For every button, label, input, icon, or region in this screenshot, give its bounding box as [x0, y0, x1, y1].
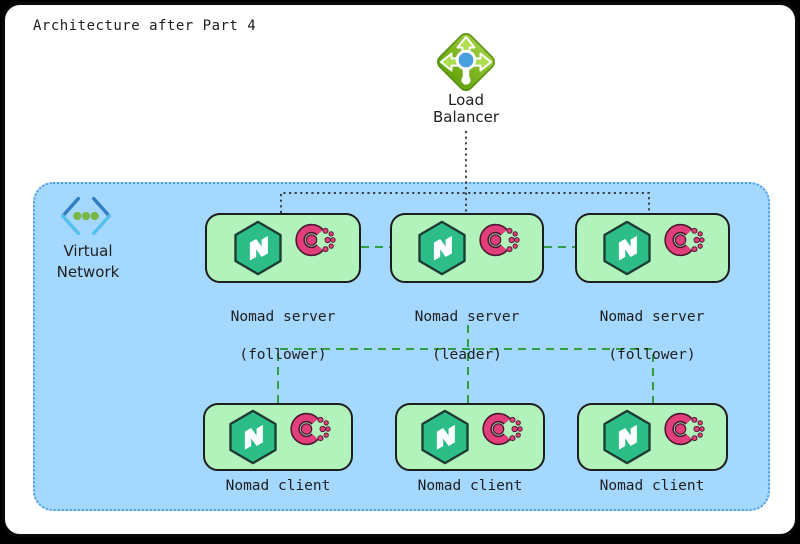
- virtual-network-icon: [61, 196, 111, 236]
- consul-icon: [478, 223, 520, 257]
- diagram-title: Architecture after Part 4: [33, 18, 257, 34]
- nomad-server-follower-left-label: Nomad server (follower): [203, 289, 363, 384]
- nomad-server-follower-right-label: Nomad server (follower): [572, 289, 732, 384]
- nomad-icon: [603, 220, 651, 276]
- server-role: (follower): [608, 347, 696, 363]
- consul-icon: [664, 223, 705, 257]
- nomad-client-right-label: Nomad client: [599, 478, 705, 494]
- nomad-icon: [417, 220, 466, 276]
- virtual-network-label: Virtual Network: [56, 242, 120, 281]
- server-name: Nomad server: [414, 309, 520, 325]
- server-role: (follower): [239, 347, 327, 363]
- diagram-page: Architecture after Part 4 Load Balancer …: [2, 2, 798, 537]
- load-balancer-icon: [437, 33, 495, 91]
- nomad-client-middle-label: Nomad client: [417, 478, 523, 494]
- nomad-server-follower-right-box: [575, 213, 730, 283]
- server-role: (leader): [432, 347, 502, 363]
- nomad-icon: [233, 220, 282, 276]
- nomad-server-leader-label: Nomad server (leader): [387, 289, 547, 384]
- nomad-client-right-box: [577, 403, 728, 471]
- load-balancer-label: Load Balancer: [406, 92, 526, 126]
- nomad-server-leader-box: [390, 213, 544, 283]
- consul-icon: [664, 412, 705, 446]
- nomad-server-follower-left-box: [205, 213, 361, 283]
- nomad-client-left-box: [203, 403, 353, 471]
- consul-icon: [289, 412, 331, 446]
- nomad-icon: [420, 409, 469, 465]
- diagram-canvas: Architecture after Part 4 Load Balancer …: [5, 5, 795, 534]
- nomad-client-left-label: Nomad client: [225, 478, 331, 494]
- nomad-icon: [228, 409, 277, 465]
- server-name: Nomad server: [599, 309, 705, 325]
- load-balancer-label-line2: Balancer: [433, 108, 499, 126]
- consul-icon: [481, 412, 523, 446]
- nomad-client-middle-box: [395, 403, 545, 471]
- load-balancer-label-line1: Load: [448, 91, 484, 109]
- server-name: Nomad server: [230, 309, 336, 325]
- nomad-icon: [603, 409, 651, 465]
- consul-icon: [294, 223, 336, 257]
